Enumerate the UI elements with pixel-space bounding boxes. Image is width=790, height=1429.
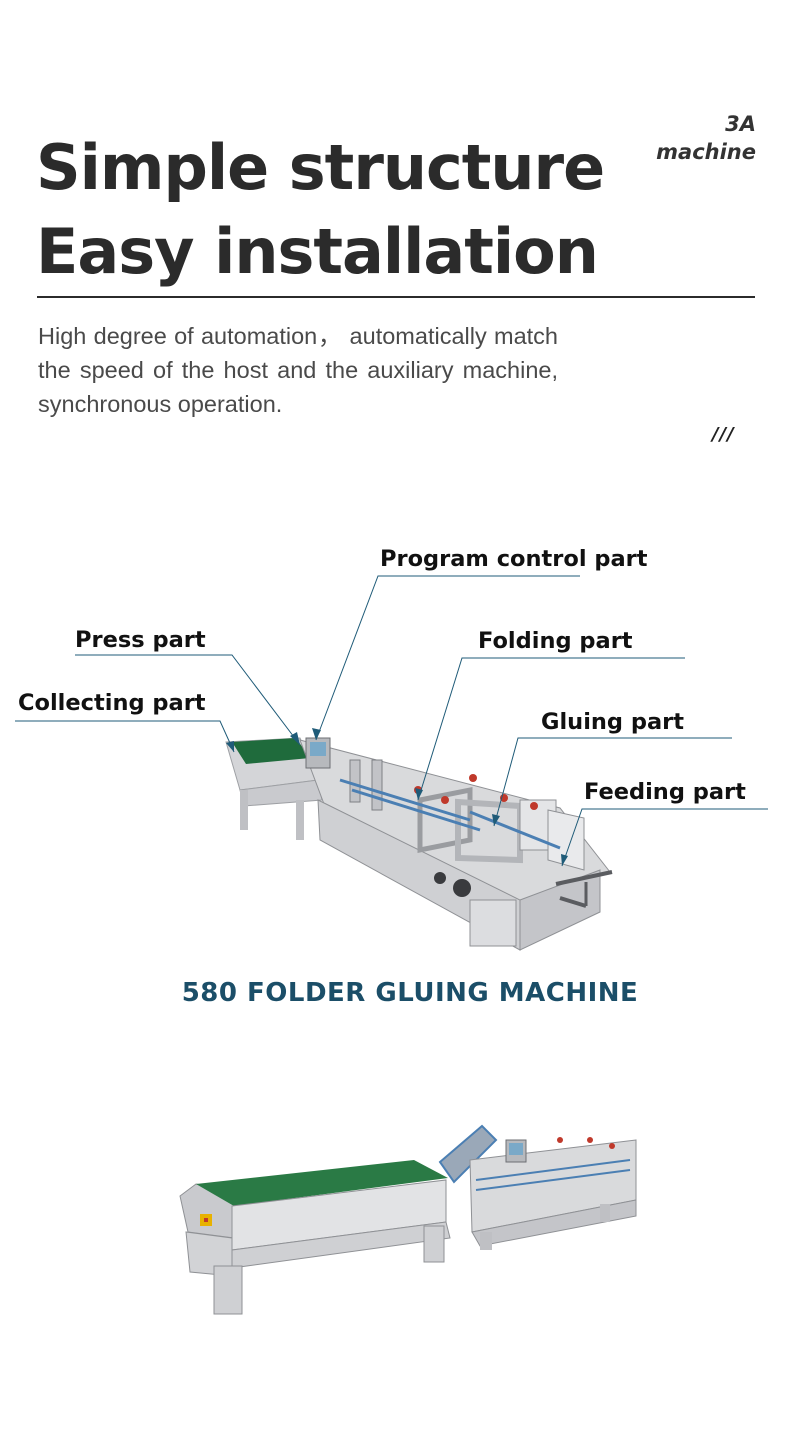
page-title: Simple structure Easy installation: [36, 126, 605, 294]
brand-line-1: 3A: [725, 112, 756, 136]
leader-folding: [417, 657, 685, 801]
label-feeding: Feeding part: [584, 779, 746, 805]
leader-arrowheads: [226, 728, 568, 866]
label-folding: Folding part: [478, 628, 633, 654]
label-program-control: Program control part: [380, 546, 648, 572]
brand-line-2: machine: [656, 140, 756, 164]
brand-tag: 3A machine: [656, 110, 756, 166]
leader-program-control: [315, 575, 580, 741]
label-collecting: Collecting part: [18, 690, 206, 716]
leader-feeding: [561, 808, 768, 867]
leader-press: [75, 654, 301, 746]
description-text: High degree of automation， automatically…: [38, 323, 558, 417]
machine-illustration-bottom: [179, 1124, 637, 1315]
machine-caption: 580 FOLDER GLUING MACHINE: [181, 978, 639, 1008]
title-line-1: Simple structure: [36, 131, 605, 204]
leader-collecting: [15, 720, 235, 753]
machine-illustration-top: [225, 737, 613, 951]
label-press: Press part: [75, 627, 206, 653]
leader-gluing: [493, 737, 732, 827]
label-gluing: Gluing part: [541, 709, 685, 735]
title-divider: [37, 296, 755, 298]
title-line-2: Easy installation: [36, 215, 599, 288]
decorative-slashes: ///: [712, 424, 735, 445]
leader-lines: [15, 575, 768, 867]
